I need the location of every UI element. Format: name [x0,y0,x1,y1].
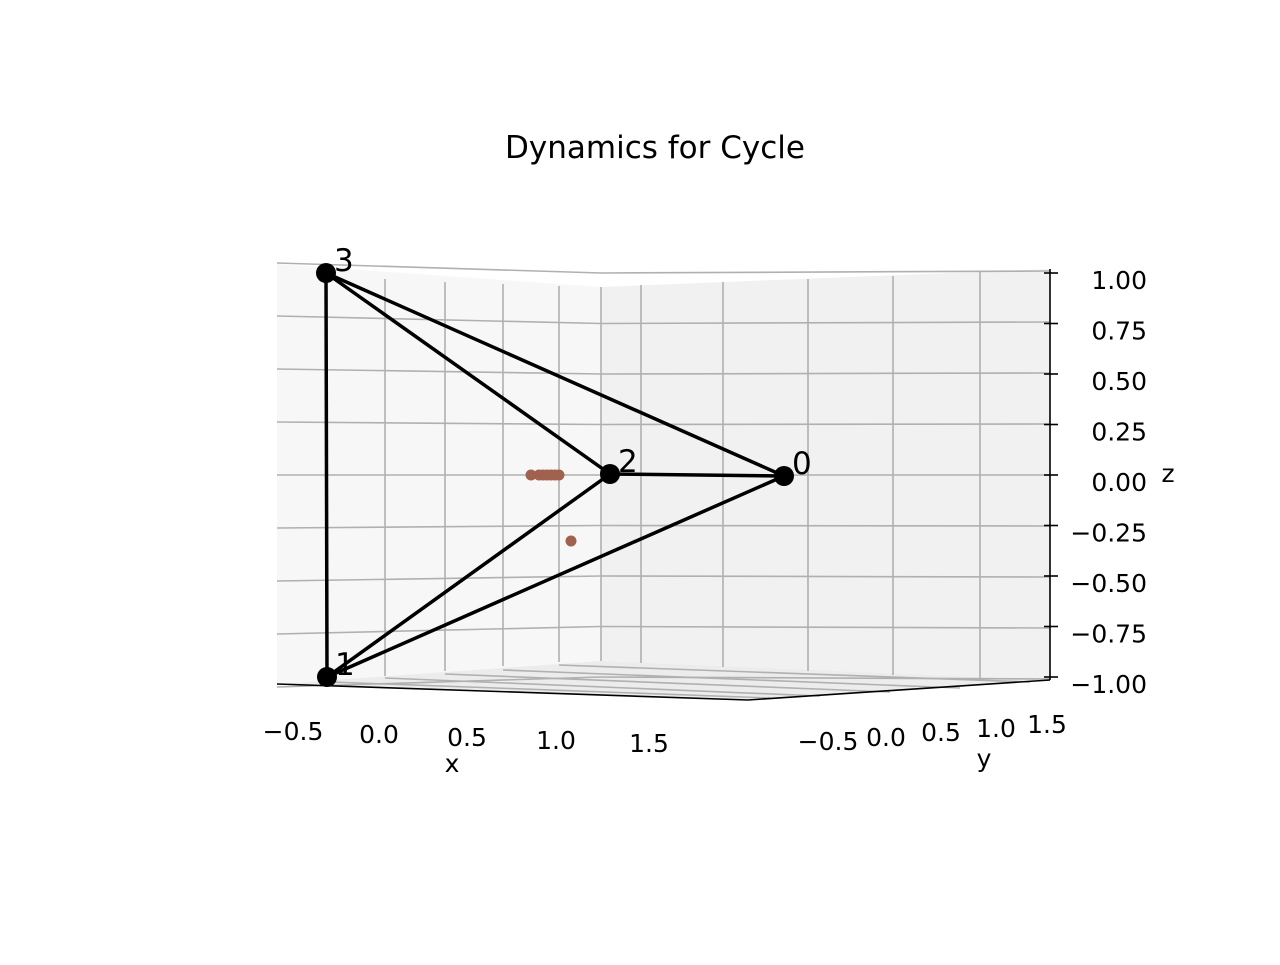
graph-node [317,667,337,687]
x-tick-label: −0.5 [263,717,324,746]
grid-line-horizontal [276,575,602,582]
x-axis-label: x [445,749,460,778]
graph-node [774,466,794,486]
x-tick-label: 1.5 [629,729,669,758]
grid-line-horizontal [600,575,1051,578]
graph-edge [324,271,786,478]
z-tick-label: 1.00 [1091,266,1147,295]
trajectory-point [565,535,577,547]
grid-line-floor [329,681,771,699]
z-tick-label: −1.00 [1070,670,1147,699]
grid-line-horizontal [276,524,602,529]
graph-nodes: 0 1 2 3 [316,243,812,687]
z-tick-label: 0.75 [1091,317,1147,346]
trajectory-point [525,469,537,481]
y-tick-label: −0.5 [798,727,859,756]
grid-line-horizontal [276,421,602,426]
chart-title: Dynamics for Cycle [505,130,805,166]
z-axis-label: z [1161,459,1174,488]
trajectory-point [553,469,565,481]
grid-line-horizontal [600,270,1051,274]
y-tick-label: 0.5 [921,718,961,747]
x-tick-label: 0.0 [359,720,399,749]
graph-edge [325,472,612,679]
z-tick-label: −0.50 [1070,569,1147,598]
grid-line-horizontal [600,423,1051,426]
node-label: 1 [335,647,355,683]
grid-line-horizontal [276,368,602,375]
grid-line-horizontal [600,625,1051,629]
z-tick-label: −0.75 [1070,620,1147,649]
z-tick-label: 0.00 [1091,468,1147,497]
node-label: 0 [792,446,812,482]
graph-node [316,263,336,283]
graph-edge [324,271,612,476]
y-axis-line [747,679,1051,701]
axes-panes [277,264,1050,700]
graph-node [600,464,620,484]
grid-line-horizontal [276,315,602,325]
grid-line-floor [444,673,891,693]
node-label: 3 [334,243,354,279]
y-tick-label: 1.0 [976,714,1016,743]
grid-line-floor [384,677,821,697]
grid-line-floor [558,664,1031,683]
z-tick-label: 0.25 [1091,418,1147,447]
grid-line-horizontal [600,372,1051,375]
grid-line-horizontal [276,625,602,635]
graph-edges [324,271,786,679]
graph-edge [324,271,329,679]
x-tick-label: 0.5 [447,723,487,752]
trajectory-points [525,469,577,547]
y-axis-label: y [977,744,992,773]
x-tick-label: 1.0 [536,726,576,755]
graph-edge [608,472,786,478]
z-tick-label: −0.25 [1070,519,1147,548]
axis-lines [276,269,1058,701]
y-tick-label: 1.5 [1027,710,1067,739]
node-label: 2 [618,444,638,480]
x-axis-line [276,683,749,701]
grid-line-horizontal [600,321,1051,325]
z-tick-label: 0.50 [1091,367,1147,396]
y-tick-label: 0.0 [866,723,906,752]
grid-line-horizontal [600,524,1051,527]
grid-line-floor [502,669,961,689]
graph-edge [325,474,786,679]
